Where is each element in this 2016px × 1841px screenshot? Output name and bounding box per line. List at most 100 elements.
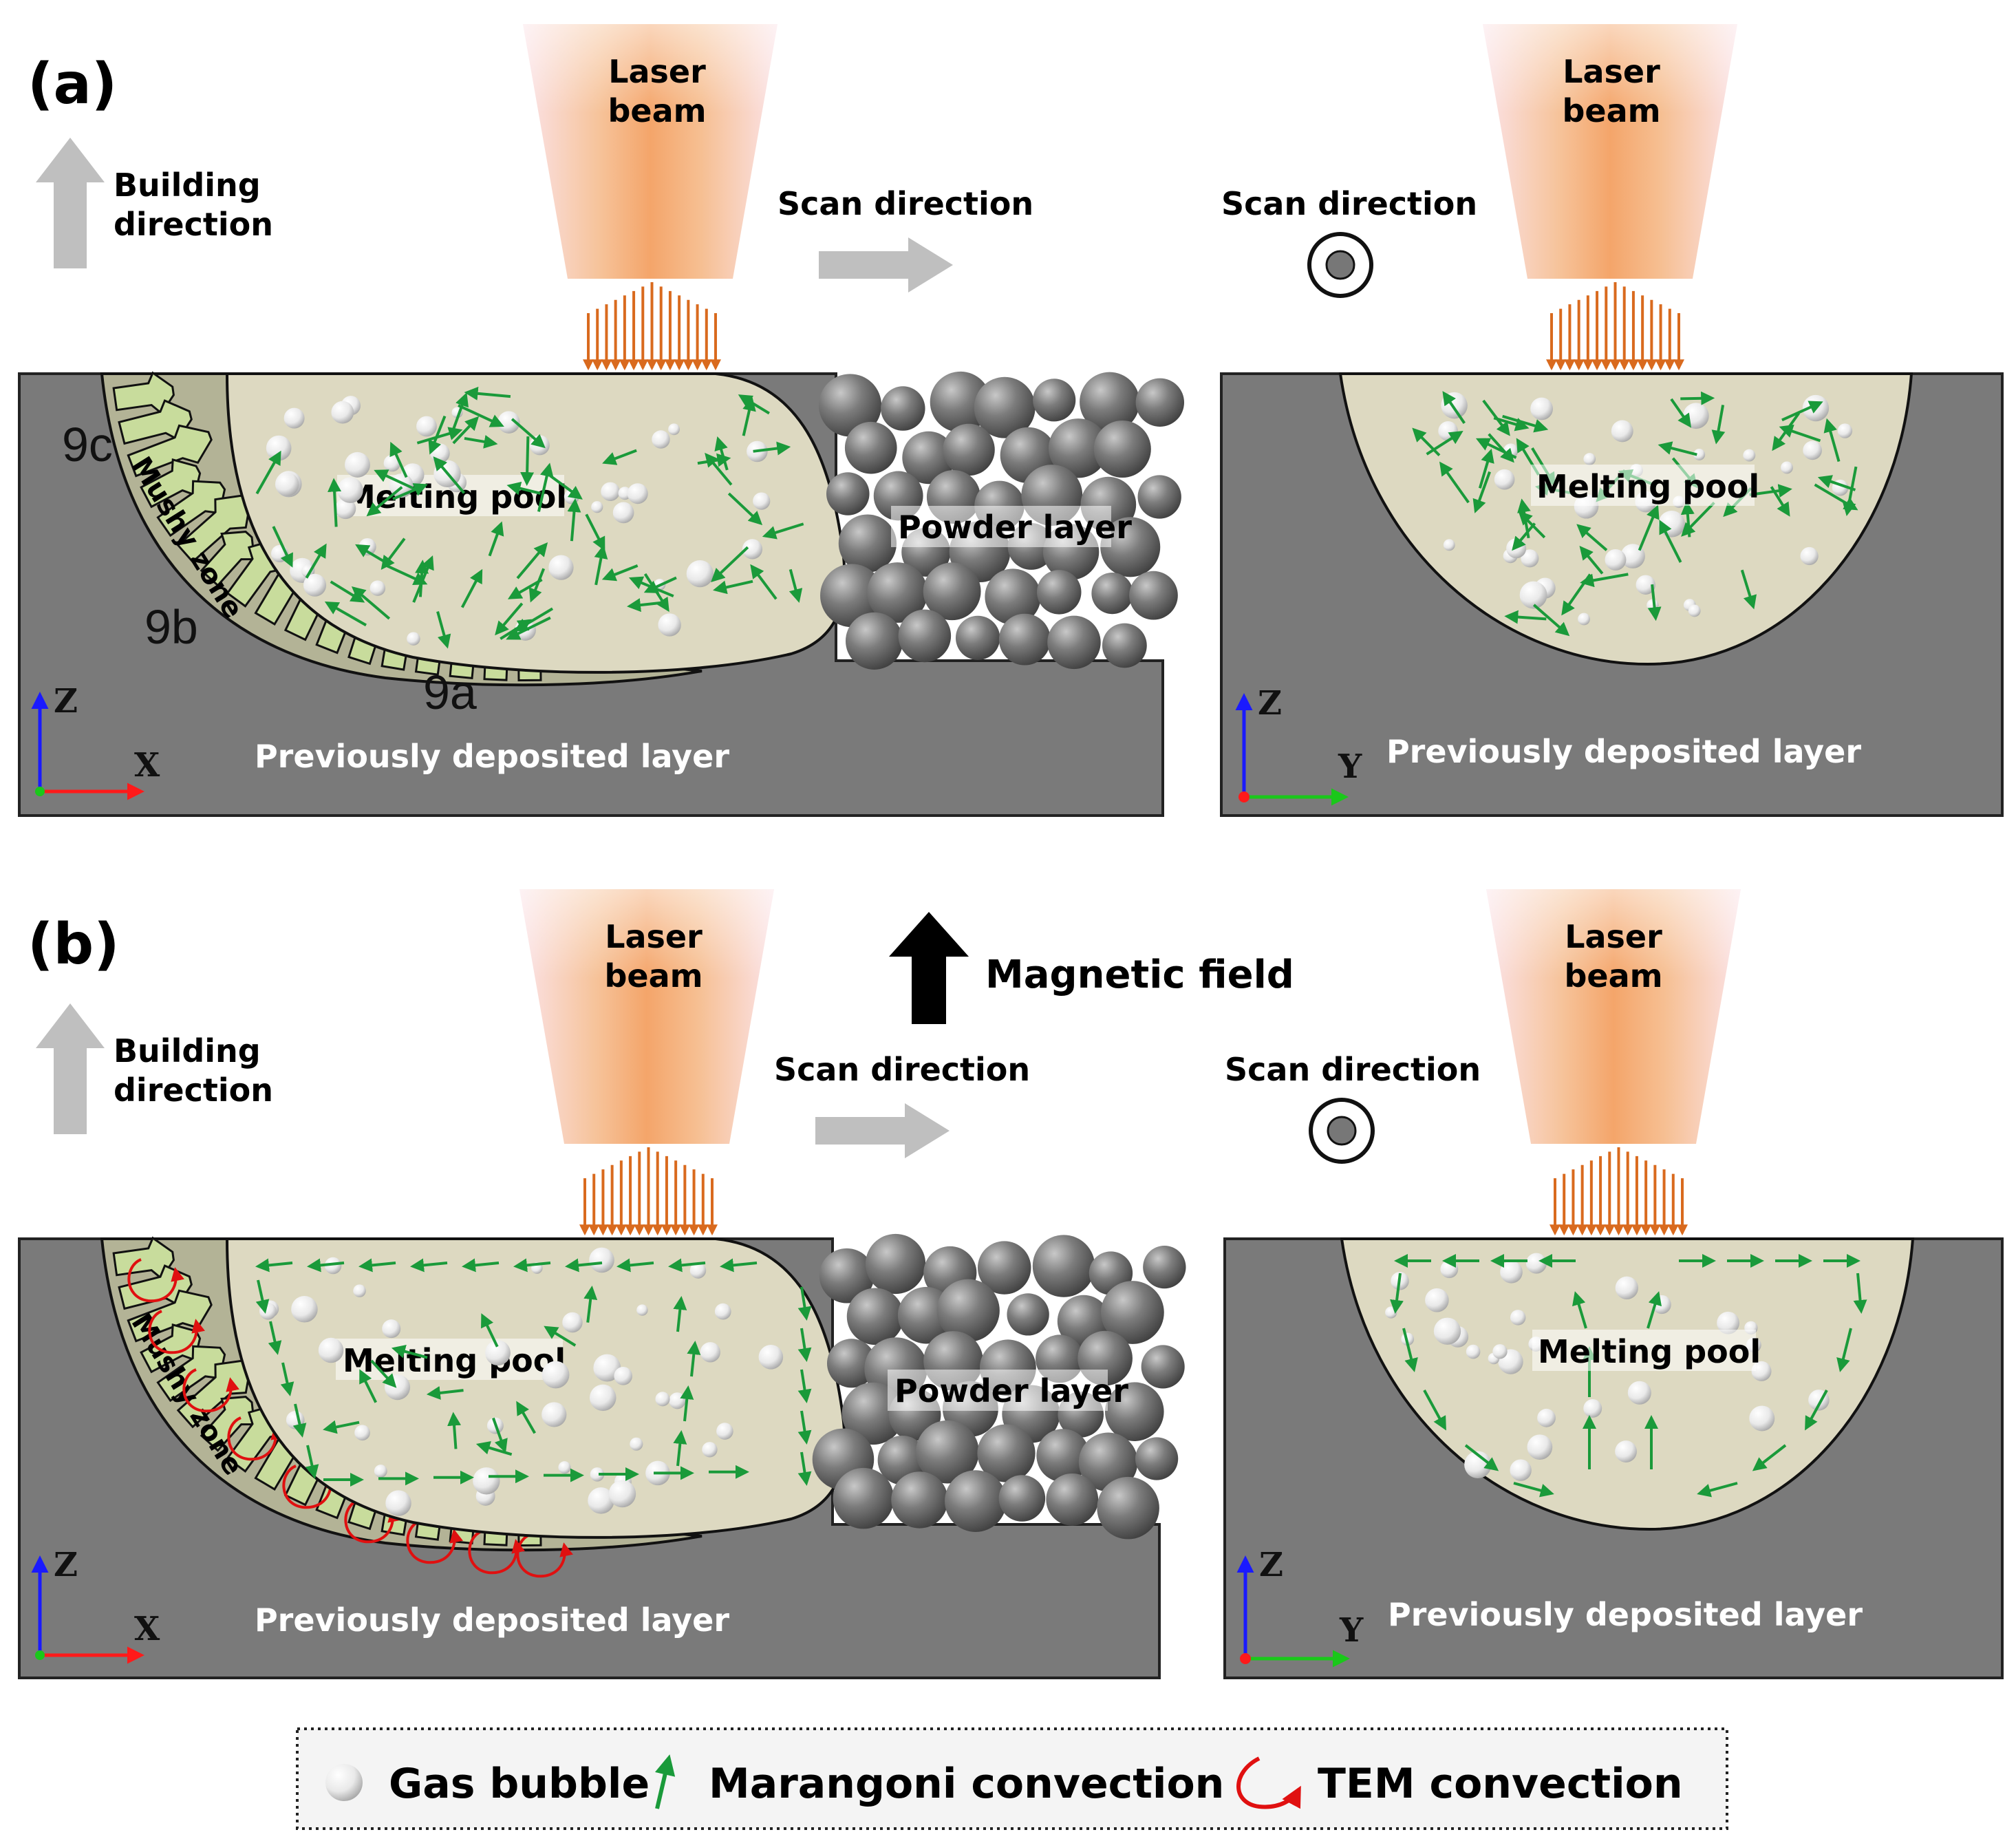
marangoni-arrow (585, 513, 605, 551)
marangoni-arrow (1576, 524, 1608, 551)
powder-particle (956, 615, 1000, 660)
marangoni-arrow (1638, 504, 1660, 551)
marangoni-arrow (389, 441, 408, 478)
marangoni-arrow (567, 498, 581, 542)
marangoni-arrow (1439, 461, 1470, 504)
marangoni-arrow (668, 1258, 706, 1273)
marangoni-arrow (1853, 1273, 1867, 1314)
marangoni-arrow (359, 1369, 378, 1403)
gas-bubble (714, 1303, 731, 1320)
axes-xz: Z X (31, 682, 160, 800)
gas-bubble (668, 423, 680, 436)
powder-label: Powder layer (894, 1372, 1128, 1409)
gas-bubble (1525, 1253, 1547, 1274)
powder-particle (826, 472, 870, 515)
marangoni-arrow (516, 542, 548, 579)
powder-particle (1093, 420, 1151, 478)
marangoni-arrow (436, 611, 451, 649)
dendrite (127, 424, 213, 478)
building-direction: Building direction (36, 138, 273, 268)
tem-arrow (516, 1533, 573, 1578)
marangoni-arrow (488, 521, 504, 557)
marangoni-arrow (537, 462, 554, 512)
marangoni-arrow (1513, 1482, 1554, 1498)
laser-label-1: Laser (605, 918, 703, 955)
laser-left: Laser beam (523, 24, 778, 371)
gas-bubble (303, 573, 327, 597)
powder-particle (985, 568, 1041, 625)
marangoni-arrow (374, 469, 419, 492)
marangoni-arrow (324, 602, 367, 627)
marangoni-arrow (1817, 475, 1856, 491)
gas-bubble (1615, 1440, 1637, 1462)
marangoni-arrow (714, 436, 729, 471)
gas-bubble (601, 482, 620, 502)
marangoni-arrow (711, 546, 749, 583)
gas-bubble (590, 1384, 616, 1412)
axis-z-label: Z (54, 682, 78, 721)
gas-bubble (608, 1480, 636, 1508)
legend-box (296, 1727, 1728, 1830)
marangoni-arrow (383, 563, 428, 586)
gas-bubble (259, 1302, 277, 1320)
powder-particle (998, 613, 1051, 666)
gas-bubble (345, 451, 370, 478)
building-label-1: Building (114, 1032, 261, 1070)
gas-bubble (1510, 1459, 1532, 1481)
gas-bubble (1837, 423, 1853, 438)
gas-bubble (1506, 538, 1527, 559)
melting-pool-left (225, 1237, 846, 1539)
powder-particle (916, 1420, 979, 1484)
gas-bubble (416, 416, 437, 437)
gas-bubbles-right (1385, 1253, 1830, 1481)
laser-rays (583, 282, 721, 371)
marangoni-arrow (797, 1328, 812, 1362)
powder-particle (1135, 1437, 1179, 1480)
marangoni-arrow (1781, 401, 1823, 422)
magnetic-field-label: Magnetic field (985, 953, 1294, 997)
gas-bubble (612, 502, 634, 524)
powder-particle (844, 421, 897, 474)
gas-bubble (369, 580, 386, 596)
powder-particle (974, 376, 1036, 438)
axis-z-label: Z (1259, 1546, 1283, 1584)
prev-layer-label: Previously deposited layer (255, 1601, 729, 1639)
marangoni-arrow (742, 396, 756, 436)
marangoni-arrow (565, 1258, 603, 1273)
powder-particle (1091, 572, 1133, 615)
powder-particle (977, 1424, 1036, 1482)
marangoni-arrow (355, 544, 386, 564)
gas-bubble (1537, 1408, 1556, 1427)
marangoni-arrow (1512, 522, 1536, 551)
laser-label-1: Laser (608, 53, 706, 90)
gas-bubble (1578, 613, 1590, 626)
gas-bubble (1688, 604, 1701, 617)
gas-bubble (1521, 549, 1539, 568)
gas-bubble (702, 1442, 718, 1458)
dendrite (140, 1323, 202, 1374)
marangoni-arrow (1658, 441, 1697, 456)
dendrite (156, 480, 226, 538)
tem-arrow (182, 1368, 239, 1413)
marangoni-arrow (255, 1279, 270, 1314)
marangoni-arrow (797, 1410, 812, 1445)
marangoni-arrow (1488, 433, 1514, 463)
tem-convection-arrows (127, 1258, 573, 1578)
panel-b: (b) Building direction Laser beam Magnet… (18, 889, 2004, 1679)
powder-layer (818, 371, 1185, 670)
laser-rays (1546, 282, 1684, 371)
marangoni-arrow (1478, 448, 1494, 489)
marangoni-arrow (1740, 569, 1757, 610)
marangoni-arrow (673, 1430, 687, 1467)
marangoni-arrow (720, 1258, 758, 1273)
scan-direction-right: Scan direction (1221, 185, 1477, 298)
building-direction: Building direction (36, 1003, 273, 1134)
marangoni-arrow (1475, 438, 1517, 459)
marangoni-arrow (507, 578, 543, 599)
marangoni-arrow (1659, 520, 1682, 563)
gas-bubble (1530, 397, 1554, 421)
marangoni-arrow (511, 418, 546, 449)
gas-bubble (1781, 461, 1793, 474)
gas-bubble (1583, 1398, 1602, 1418)
axes-yz: Z Y (1235, 684, 1362, 806)
